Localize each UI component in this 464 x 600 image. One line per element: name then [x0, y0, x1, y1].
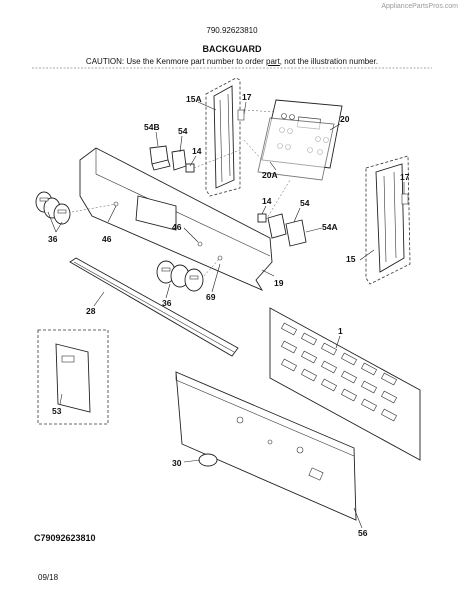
switch-54b[interactable]: [149, 145, 171, 171]
bracket-53-group[interactable]: [37, 329, 109, 425]
bracket-15-group[interactable]: [365, 155, 411, 285]
bracket-15a-group[interactable]: [205, 77, 245, 197]
switch-54-right[interactable]: [267, 213, 287, 239]
caution-text-end: , not the illustration number.: [279, 57, 379, 66]
plug-30[interactable]: [198, 453, 218, 467]
switch-54a[interactable]: [285, 219, 307, 247]
knobs-36-bottom[interactable]: [156, 260, 204, 292]
diagram-code: C79092623810: [34, 533, 96, 543]
caution-note: CAUTION: Use the Kenmore part number to …: [0, 57, 464, 66]
callout-30: 30: [172, 458, 182, 468]
bracket-14[interactable]: [185, 163, 195, 173]
switch-54[interactable]: [171, 149, 187, 171]
callout-69: 69: [206, 292, 216, 302]
callout-15a: 15A: [186, 94, 202, 104]
callout-46-left: 46: [102, 234, 112, 244]
callout-14-right: 14: [262, 196, 272, 206]
callout-19: 19: [274, 278, 284, 288]
callout-54b: 54B: [144, 122, 160, 132]
backguard-panel-19[interactable]: [79, 147, 273, 291]
callout-15: 15: [346, 254, 356, 264]
callout-36-bottom: 36: [162, 298, 172, 308]
callout-20a: 20A: [262, 170, 278, 180]
revision-date: 09/18: [38, 573, 59, 582]
bracket-14-right[interactable]: [257, 213, 267, 223]
callout-54-right: 54: [300, 198, 310, 208]
callout-54-top: 54: [178, 126, 188, 136]
caution-text: CAUTION: Use the Kenmore part number to …: [85, 57, 266, 66]
caution-part-link[interactable]: part: [266, 57, 280, 66]
callout-36-left: 36: [48, 234, 58, 244]
trim-28[interactable]: [69, 257, 239, 357]
back-panel-56[interactable]: [175, 371, 357, 521]
knobs-36-left[interactable]: [35, 191, 71, 225]
callout-53: 53: [52, 406, 62, 416]
callout-14-top: 14: [192, 146, 202, 156]
callout-54a: 54A: [322, 222, 338, 232]
callout-17-right: 17: [400, 172, 410, 182]
callout-20: 20: [340, 114, 350, 124]
section-title: BACKGUARD: [202, 44, 262, 54]
callout-1: 1: [338, 326, 343, 336]
callout-28: 28: [86, 306, 96, 316]
callout-56: 56: [358, 528, 368, 538]
rear-panel-1[interactable]: [269, 307, 421, 461]
overlay-20a[interactable]: [257, 117, 335, 181]
callout-46-center: 46: [172, 222, 182, 232]
model-number: 790.92623810: [206, 26, 258, 35]
watermark: AppliancePartsPros.com: [381, 3, 458, 10]
callout-17-top: 17: [242, 92, 252, 102]
